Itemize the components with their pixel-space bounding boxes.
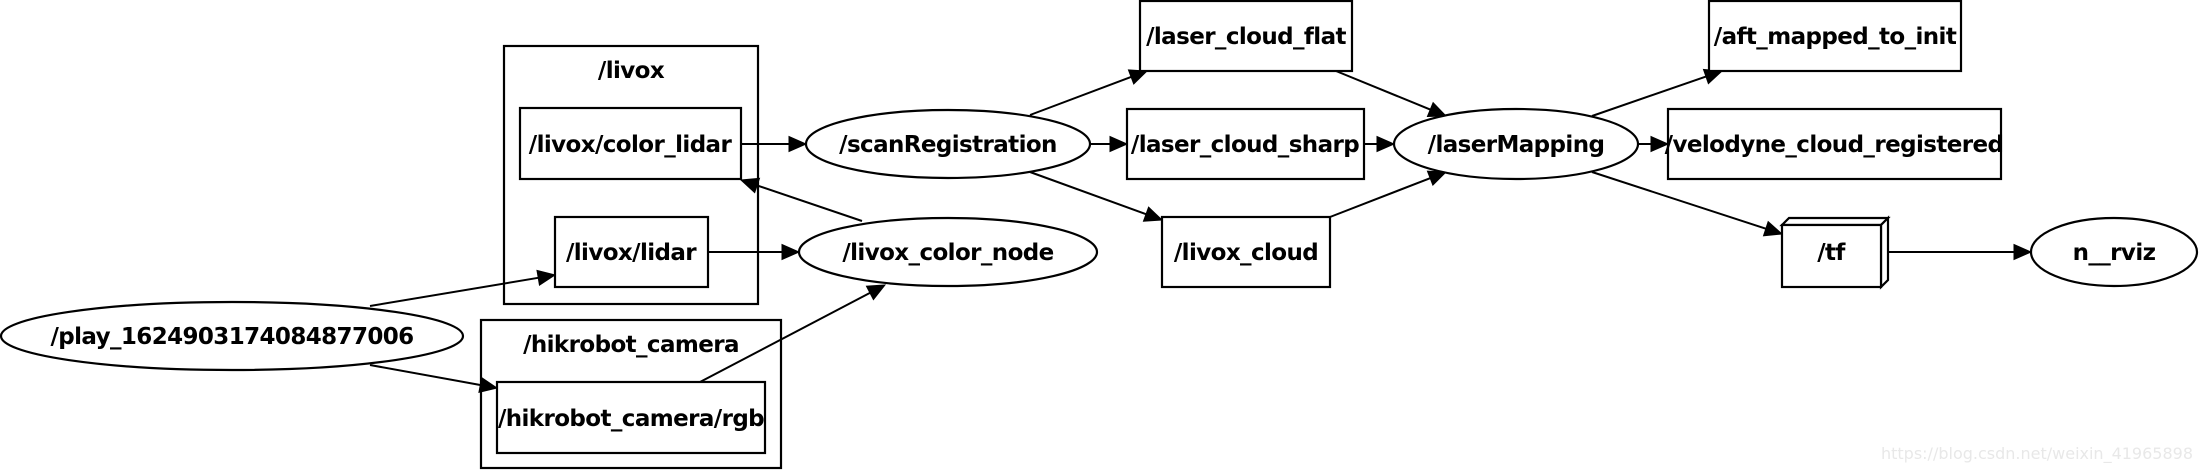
edge-line [756, 184, 863, 222]
arrowhead-icon [865, 284, 887, 301]
arrowhead-icon [1650, 135, 1670, 153]
arrowhead-icon [739, 177, 761, 194]
arrowhead-icon [478, 376, 499, 394]
edge-laser_cloud_sharp-to-laserMapping [1364, 135, 1396, 153]
topic-tf-label: /tf [1817, 240, 1846, 266]
topic-hikrobot-camera-rgb-label: /hikrobot_camera/rgb [498, 406, 764, 432]
node-rviz[interactable]: n__rviz [2029, 216, 2199, 288]
cluster-hikrobot-camera-label: /hikrobot_camera [523, 332, 739, 358]
edge-line [699, 292, 871, 383]
topic-aft-mapped-to-init-label: /aft_mapped_to_init [1714, 24, 1957, 50]
node-scan-registration-label: /scanRegistration [839, 132, 1057, 158]
watermark-text: https://blog.csdn.net/weixin_41965898 [1880, 444, 2193, 463]
edge-scanRegistration-to-livox_cloud [1029, 171, 1164, 222]
arrowhead-icon [536, 269, 557, 287]
edge-laserMapping-to-aft_mapped_to_init [1591, 68, 1724, 117]
edge-tf-to-rviz [1888, 243, 2033, 261]
arrowhead-icon [1376, 135, 1396, 153]
arrowhead-icon [1762, 220, 1784, 237]
edge-line [1591, 75, 1707, 117]
arrowhead-icon [788, 135, 808, 153]
topic-livox-cloud[interactable]: /livox_cloud [1160, 215, 1332, 289]
topic-velodyne-cloud-registered[interactable]: /velodyne_cloud_registered [1665, 107, 2004, 181]
node-livox-color-node-label: /livox_color_node [842, 240, 1053, 266]
cluster-livox-label: /livox [598, 58, 665, 84]
edge-laserMapping-to-tf [1591, 171, 1784, 237]
edge-color_lidar-to-scanRegistration [741, 135, 808, 153]
edge-line [1329, 177, 1431, 218]
arrowhead-icon [1127, 69, 1149, 85]
edge-line [1591, 171, 1767, 230]
edge-rgb-to-livox_color_node [699, 284, 887, 383]
topic-tf[interactable]: /tf [1779, 215, 1891, 290]
topic-hikrobot-camera-rgb[interactable]: /hikrobot_camera/rgb [495, 380, 767, 455]
topic-livox-lidar-label: /livox/lidar [566, 240, 697, 266]
arrowhead-icon [2013, 243, 2033, 261]
edge-livox_color_node-to-color_lidar [739, 177, 863, 222]
topic-aft-mapped-to-init[interactable]: /aft_mapped_to_init [1707, 0, 1963, 73]
arrowhead-icon [781, 243, 801, 261]
topic-livox-lidar[interactable]: /livox/lidar [553, 215, 710, 289]
node-scan-registration[interactable]: /scanRegistration [804, 108, 1092, 180]
node-livox-color-node[interactable]: /livox_color_node [797, 216, 1099, 288]
node-laser-mapping[interactable]: /laserMapping [1392, 107, 1640, 181]
edge-scanRegistration-to-laser_cloud_flat [1029, 69, 1149, 116]
edges-layer [369, 68, 2033, 394]
edge-line [1335, 70, 1431, 111]
topic-livox-color-lidar-label: /livox/color_lidar [529, 132, 733, 158]
topic-livox-cloud-label: /livox_cloud [1174, 240, 1318, 266]
cluster-hikrobot-camera: /hikrobot_camera [479, 318, 783, 470]
edge-scanRegistration-to-laser_cloud_sharp [1090, 135, 1129, 153]
topic-livox-color-lidar[interactable]: /livox/color_lidar [518, 106, 743, 181]
arrowhead-icon [1109, 135, 1129, 153]
topic-laser-cloud-flat-label: /laser_cloud_flat [1146, 24, 1346, 50]
arrowhead-icon [1426, 101, 1448, 118]
edge-line [1029, 171, 1147, 216]
node-play[interactable]: /play_1624903174084877006 [0, 300, 465, 372]
edge-line [1029, 76, 1132, 116]
node-rviz-label: n__rviz [2073, 240, 2156, 266]
edge-lidar-to-livox_color_node [708, 243, 801, 261]
topic-laser-cloud-flat[interactable]: /laser_cloud_flat [1138, 0, 1354, 73]
edge-line [369, 364, 481, 386]
node-laser-mapping-label: /laserMapping [1428, 132, 1605, 158]
edge-laserMapping-to-velodyne_cloud_registered [1638, 135, 1670, 153]
edge-line [369, 276, 539, 307]
node-play-label: /play_1624903174084877006 [50, 324, 413, 350]
edge-play-to-lidar [369, 269, 557, 307]
topic-laser-cloud-sharp[interactable]: /laser_cloud_sharp [1125, 107, 1366, 181]
edge-play-to-rgb [369, 364, 499, 394]
topic-velodyne-cloud-registered-label: /velodyne_cloud_registered [1665, 132, 2004, 158]
arrowhead-icon [1142, 206, 1164, 222]
topic-laser-cloud-sharp-label: /laser_cloud_sharp [1131, 132, 1359, 158]
cluster-livox: /livox [502, 44, 760, 306]
